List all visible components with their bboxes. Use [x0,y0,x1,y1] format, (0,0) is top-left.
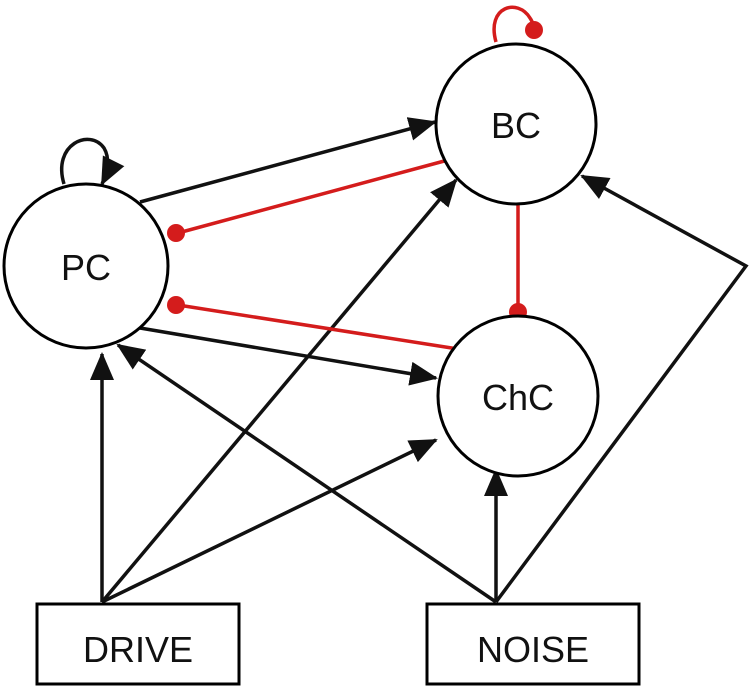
drive-label: DRIVE [83,629,193,670]
noise-label: NOISE [477,629,589,670]
chc-to-pc-inhibition-line [177,303,459,351]
pc-label: PC [61,247,111,288]
chc-to-pc-inhibition-dot [167,296,185,314]
drive-box: DRIVE [35,602,241,686]
bc-to-pc-inhibition-dot [167,224,185,242]
bc-label: BC [491,105,541,146]
bc-node: BC [434,42,598,206]
pc-self-excitation-arrow [60,137,125,186]
drive-to-chc-arrow [101,438,438,604]
chc-label: ChC [482,377,554,418]
pc-to-chc-arrow [139,326,438,386]
bc-self-inhibition-dot [525,21,543,39]
drive-to-bc-arrow [100,178,458,604]
chc-node: ChC [436,314,600,478]
pc-to-bc-arrow [139,117,437,204]
noise-to-pc-arrow [116,343,497,604]
noise-to-bc-arrow [494,174,749,604]
noise-box: NOISE [425,602,641,686]
pc-node: PC [2,182,170,350]
bc-to-pc-inhibition-line [177,158,449,235]
